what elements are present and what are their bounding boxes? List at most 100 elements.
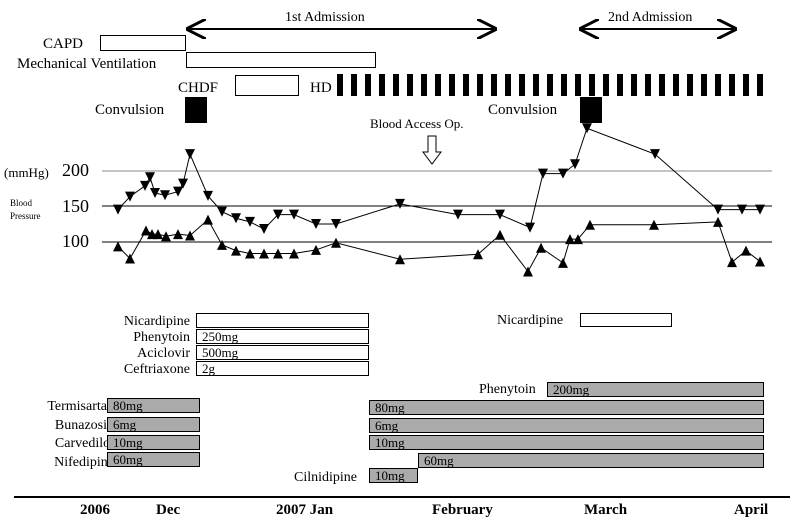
timeline-label-dec: Dec <box>156 502 181 518</box>
first-admission-label: 1st Admission <box>285 10 365 25</box>
blood-access-arrow <box>422 135 442 165</box>
hd-session-stripe <box>365 74 371 96</box>
systolic-marker <box>331 219 341 229</box>
med-name-aciclovir: Aciclovir <box>137 346 190 361</box>
mechanical-ventilation-bar <box>186 52 376 68</box>
med-bar-nicardipine <box>196 313 369 328</box>
diastolic-marker <box>245 248 255 259</box>
med-name-nifedipine: Nifedipine <box>54 455 114 470</box>
systolic-marker <box>737 204 747 215</box>
bp-axis-label-line2: Pressure <box>10 211 41 221</box>
diastolic-marker <box>585 219 595 230</box>
diastolic-marker <box>203 214 213 225</box>
diastolic-marker <box>473 249 483 260</box>
med-bar-aciclovir: 500mg <box>196 345 369 360</box>
diastolic-marker <box>113 241 123 252</box>
hd-session-stripe <box>491 74 497 96</box>
systolic-marker <box>538 168 548 179</box>
diastolic-marker <box>331 237 341 248</box>
systolic-marker <box>150 188 160 199</box>
diastolic-marker <box>495 229 505 240</box>
hd-session-stripe <box>407 74 413 96</box>
hd-session-stripe <box>477 74 483 96</box>
systolic-marker <box>755 204 765 215</box>
systolic-marker <box>453 209 463 220</box>
med-bar-termisartan-1: 80mg <box>107 398 200 413</box>
diastolic-marker <box>161 231 171 242</box>
diastolic-line <box>117 218 761 273</box>
convulsion-marker-2 <box>580 97 602 123</box>
hd-session-stripe <box>519 74 525 96</box>
hd-session-stripe <box>379 74 385 96</box>
systolic-marker <box>259 224 269 235</box>
mechanical-ventilation-label: Mechanical Ventilation <box>17 56 157 72</box>
systolic-marker <box>217 206 227 217</box>
systolic-marker <box>160 190 170 201</box>
convulsion-label-2: Convulsion <box>488 102 558 118</box>
diastolic-marker <box>141 225 151 236</box>
systolic-marker <box>570 159 580 170</box>
systolic-marker <box>173 186 183 197</box>
med-bar-nifedipine-2: 60mg <box>418 453 764 468</box>
diastolic-marker <box>649 219 659 230</box>
hd-session-stripe <box>687 74 693 96</box>
med-name-carvedilol: Carvedilol <box>54 436 114 451</box>
bp-axis-label-line1: Blood <box>10 198 33 208</box>
capd-bar <box>100 35 186 51</box>
convulsion-label-1: Convulsion <box>95 102 165 118</box>
med-bar-carvedilol-1: 10mg <box>107 435 200 450</box>
systolic-marker <box>311 219 321 229</box>
capd-label: CAPD <box>43 36 84 52</box>
diastolic-marker <box>217 239 227 250</box>
systolic-marker <box>582 123 592 134</box>
timeline-label-march: March <box>584 502 628 518</box>
med-name-termisartan: Termisartan <box>47 399 114 414</box>
med-name-ceftriaxone: Ceftriaxone <box>123 362 190 377</box>
timeline-label-february: February <box>432 502 493 518</box>
systolic-marker <box>231 213 241 224</box>
med-name-nicardipine: Nicardipine <box>123 314 190 329</box>
med-bar-nicardipine-2 <box>580 313 672 327</box>
systolic-marker <box>273 209 283 220</box>
hd-session-stripe <box>603 74 609 96</box>
med-name-bunazosin: Bunazosin <box>54 418 114 433</box>
diastolic-marker <box>311 244 321 255</box>
med-bar-carvedilol-2: 10mg <box>369 435 764 450</box>
diastolic-marker <box>713 216 723 227</box>
systolic-marker <box>650 149 660 160</box>
diastolic-marker <box>153 229 163 240</box>
med-name-nicardipine-2: Nicardipine <box>497 313 564 328</box>
chdf-bar <box>235 75 299 96</box>
hd-session-stripe <box>701 74 707 96</box>
timeline-label-april: April <box>734 502 769 518</box>
hd-session-stripe <box>421 74 427 96</box>
diastolic-marker <box>558 257 568 268</box>
diastolic-marker <box>755 256 765 267</box>
systolic-marker <box>113 204 123 215</box>
hd-sessions <box>337 74 765 96</box>
hd-session-stripe <box>715 74 721 96</box>
systolic-marker <box>125 191 135 202</box>
systolic-marker <box>140 180 150 191</box>
hd-session-stripe <box>547 74 553 96</box>
chdf-label: CHDF <box>178 80 219 96</box>
blood-access-label: Blood Access Op. <box>370 116 464 131</box>
hd-session-stripe <box>659 74 665 96</box>
hd-session-stripe <box>351 74 357 96</box>
diastolic-marker <box>185 230 195 241</box>
med-bar-bunazosin-1: 6mg <box>107 417 200 432</box>
med-bar-nifedipine-1: 60mg <box>107 452 200 467</box>
systolic-marker <box>495 209 505 220</box>
timeline-label-2006: 2006 <box>80 502 110 518</box>
med-name-cilnidipine: Cilnidipine <box>294 470 357 485</box>
hd-session-stripe <box>743 74 749 96</box>
hd-session-stripe <box>589 74 595 96</box>
hd-session-stripe <box>645 74 651 96</box>
diastolic-marker <box>289 248 299 259</box>
convulsion-marker-1 <box>185 97 207 123</box>
diastolic-marker <box>741 245 751 256</box>
bp-chart <box>113 123 765 277</box>
systolic-marker <box>203 190 213 201</box>
med-bar-cilnidipine: 10mg <box>369 468 418 483</box>
systolic-marker <box>558 168 568 179</box>
